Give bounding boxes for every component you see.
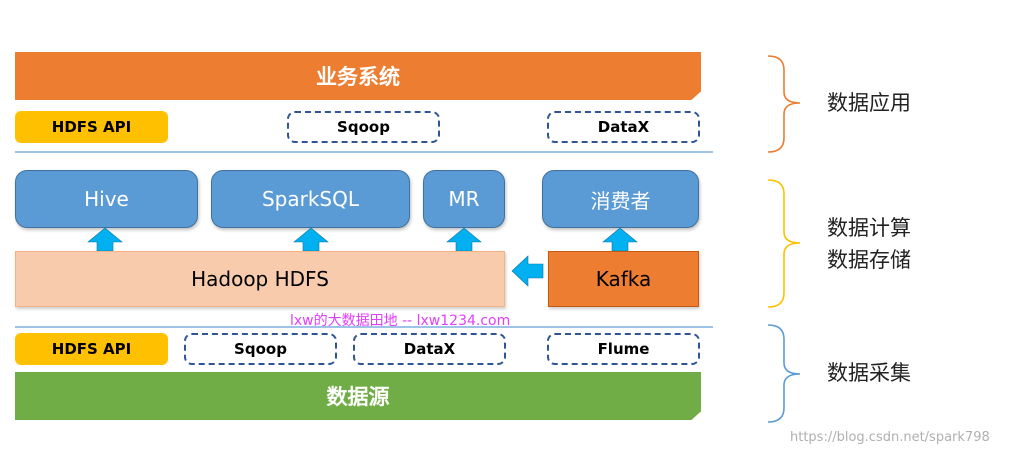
mr-label: MR bbox=[448, 187, 480, 211]
up-arrow-consumer bbox=[602, 227, 638, 252]
datax-label-bottom: DataX bbox=[403, 340, 456, 358]
business-systems-bar: 业务系统 bbox=[15, 52, 701, 100]
flume-box: Flume bbox=[547, 333, 700, 365]
hadoop-hdfs-label: Hadoop HDFS bbox=[191, 267, 329, 291]
hdfs-api-box-bottom: HDFS API bbox=[15, 333, 168, 365]
hdfs-api-box-top: HDFS API bbox=[15, 111, 168, 143]
label-data-compute: 数据计算 bbox=[827, 216, 911, 240]
kafka-box: Kafka bbox=[548, 251, 699, 307]
up-arrow-sparksql bbox=[293, 227, 329, 252]
sparksql-box: SparkSQL bbox=[211, 170, 410, 228]
label-data-application: 数据应用 bbox=[827, 91, 911, 115]
brace-compute-storage bbox=[767, 179, 801, 308]
watermark-center: lxw的大数据田地 -- lxw1234.com bbox=[290, 313, 511, 329]
up-arrow-mr bbox=[446, 227, 482, 252]
datax-box-top: DataX bbox=[547, 111, 700, 143]
sqoop-box-top: Sqoop bbox=[287, 111, 440, 143]
data-source-label: 数据源 bbox=[326, 385, 390, 409]
hadoop-hdfs-box: Hadoop HDFS bbox=[15, 251, 505, 307]
brace-collection bbox=[767, 324, 801, 423]
business-systems-label: 业务系统 bbox=[316, 65, 400, 89]
flume-label: Flume bbox=[597, 340, 650, 358]
left-arrow-kafka-to-hdfs bbox=[511, 255, 544, 287]
separator-bottom bbox=[15, 326, 713, 328]
datax-box-bottom: DataX bbox=[353, 333, 506, 365]
consumer-label: 消费者 bbox=[590, 188, 651, 213]
sparksql-label: SparkSQL bbox=[261, 187, 360, 211]
datax-label-top: DataX bbox=[597, 118, 650, 136]
label-data-collection: 数据采集 bbox=[827, 361, 911, 385]
watermark-corner: https://blog.csdn.net/spark798 bbox=[790, 430, 990, 445]
sqoop-box-bottom: Sqoop bbox=[184, 333, 337, 365]
brace-application bbox=[767, 55, 801, 153]
consumer-box: 消费者 bbox=[542, 170, 699, 228]
kafka-label: Kafka bbox=[595, 267, 652, 291]
hdfs-api-label-bottom: HDFS API bbox=[51, 340, 132, 358]
label-data-storage: 数据存储 bbox=[827, 248, 911, 272]
hdfs-api-label-top: HDFS API bbox=[51, 118, 132, 136]
data-source-bar: 数据源 bbox=[15, 372, 701, 420]
sqoop-label-bottom: Sqoop bbox=[234, 340, 287, 358]
hive-box: Hive bbox=[15, 170, 198, 228]
up-arrow-hive bbox=[87, 227, 123, 252]
sqoop-label-top: Sqoop bbox=[337, 118, 390, 136]
mr-box: MR bbox=[423, 170, 505, 228]
separator-top bbox=[15, 151, 713, 153]
hive-label: Hive bbox=[84, 187, 129, 211]
